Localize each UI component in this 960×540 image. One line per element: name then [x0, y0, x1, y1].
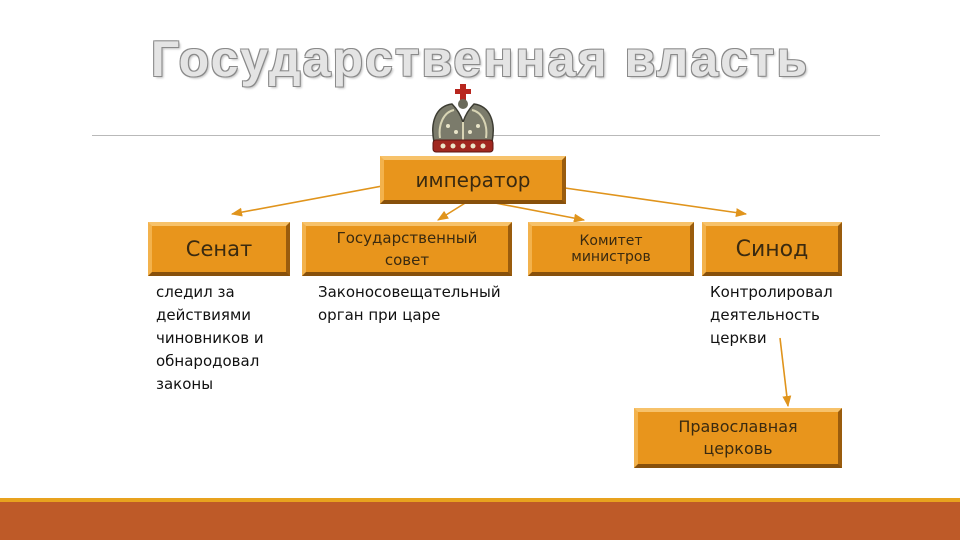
state-council-box: Государственный совет	[302, 222, 512, 276]
synod-description: Контролировал деятельность церкви	[710, 283, 833, 347]
committee-box: Комитет министров	[528, 222, 694, 276]
arrow-to-church	[779, 337, 792, 408]
arrow-to-committee	[489, 201, 586, 223]
emperor-label: император	[415, 168, 531, 192]
footer-accent-line	[0, 498, 960, 502]
church-box: Православная церковь	[634, 408, 842, 468]
church-label: Православная церковь	[678, 417, 798, 458]
senate-box: Сенат	[148, 222, 290, 276]
footer-bar	[0, 502, 960, 540]
emperor-box: император	[380, 156, 566, 204]
imperial-crown-icon	[432, 84, 494, 153]
arrow-to-senate	[230, 184, 389, 217]
synod-label: Синод	[735, 236, 809, 262]
state-council-label: Государственный совет	[336, 229, 478, 269]
page-title: Государственная власть	[150, 31, 810, 87]
arrow-to-synod	[557, 186, 748, 218]
committee-label: Комитет министров	[571, 233, 651, 265]
senate-description: следил за действиями чиновников и обнаро…	[156, 283, 264, 393]
synod-box: Синод	[702, 222, 842, 276]
senate-label: Сенат	[185, 237, 253, 261]
state-council-description: Законосовещательный орган при царе	[318, 283, 501, 324]
